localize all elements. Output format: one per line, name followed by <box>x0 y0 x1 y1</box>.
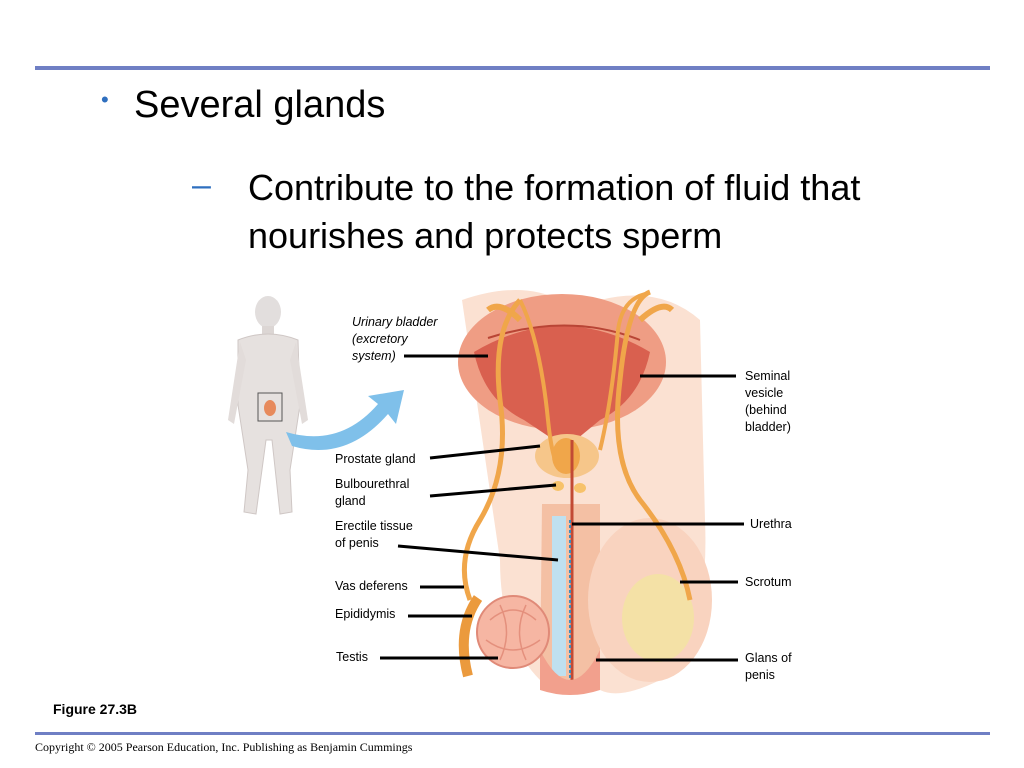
label-prostate-gland: Prostate gland <box>335 452 416 466</box>
sub-bullet-text: Contribute to the formation of fluid tha… <box>248 167 861 256</box>
dash-icon: – <box>192 166 211 204</box>
bottom-rule <box>35 732 990 735</box>
label-seminal-vesicle: Seminal vesicle (behind bladder) <box>745 369 791 434</box>
anatomy-drawing <box>458 289 712 695</box>
top-rule <box>35 66 990 70</box>
label-urinary-bladder: Urinary bladder (excretory system) <box>352 315 438 363</box>
label-urethra: Urethra <box>750 517 792 531</box>
copyright-notice: Copyright © 2005 Pearson Education, Inc.… <box>35 740 413 754</box>
label-epididymis: Epididymis <box>335 607 396 621</box>
label-testis: Testis <box>336 650 368 664</box>
figure-caption: Figure 27.3B <box>53 701 138 717</box>
bullet-icon: • <box>101 87 109 112</box>
leader-lines <box>380 354 744 662</box>
label-vas-deferens: Vas deferens <box>335 579 408 593</box>
label-erectile-tissue: Erectile tissue of penis <box>335 519 413 550</box>
label-scrotum: Scrotum <box>745 575 792 589</box>
label-bulbourethral-gland: Bulbourethral gland <box>335 477 410 508</box>
bullet-text: Several glands <box>134 84 386 126</box>
arrow-icon <box>286 390 404 450</box>
human-figure-image <box>228 296 308 515</box>
label-glans-of-penis: Glans of penis <box>745 651 792 682</box>
